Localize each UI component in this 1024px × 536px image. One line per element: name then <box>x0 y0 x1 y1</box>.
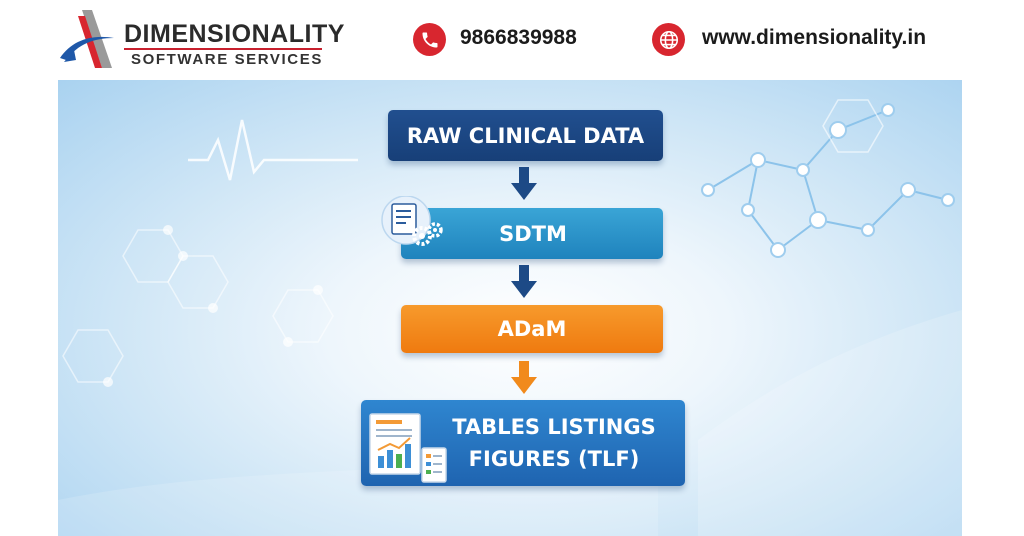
brand-divider <box>124 48 322 50</box>
molecule-background-graphic <box>58 99 962 536</box>
tlf-label-line2: FIGURES (TLF) <box>468 447 640 471</box>
adam-box: ADaM <box>401 305 663 353</box>
brand-tagline: SOFTWARE SERVICES <box>131 51 323 68</box>
globe-icon[interactable] <box>652 23 685 56</box>
arrow-down-icon <box>511 361 537 394</box>
website-link[interactable]: www.dimensionality.in <box>702 26 927 49</box>
adam-label: ADaM <box>497 317 567 341</box>
phone-icon[interactable] <box>413 23 446 56</box>
hero-panel: RAW CLINICAL DATA SDTM ADaM TABLES LISTI <box>58 80 962 536</box>
document-gears-icon <box>381 196 443 246</box>
phone-number[interactable]: 9866839988 <box>460 26 577 49</box>
tlf-label-line1: TABLES LISTINGS <box>452 415 656 439</box>
raw-clinical-data-label: RAW CLINICAL DATA <box>406 123 645 148</box>
sdtm-box: SDTM <box>401 208 663 259</box>
sdtm-label: SDTM <box>499 221 567 246</box>
arrow-down-icon <box>511 167 537 200</box>
site-header: DIMENSIONALITY SOFTWARE SERVICES 9866839… <box>0 0 1024 82</box>
arrow-down-icon <box>511 265 537 298</box>
raw-clinical-data-box: RAW CLINICAL DATA <box>388 110 663 161</box>
report-chart-icon <box>369 413 447 483</box>
dimensionality-logo-icon <box>60 10 114 68</box>
brand-name: DIMENSIONALITY <box>124 20 345 48</box>
